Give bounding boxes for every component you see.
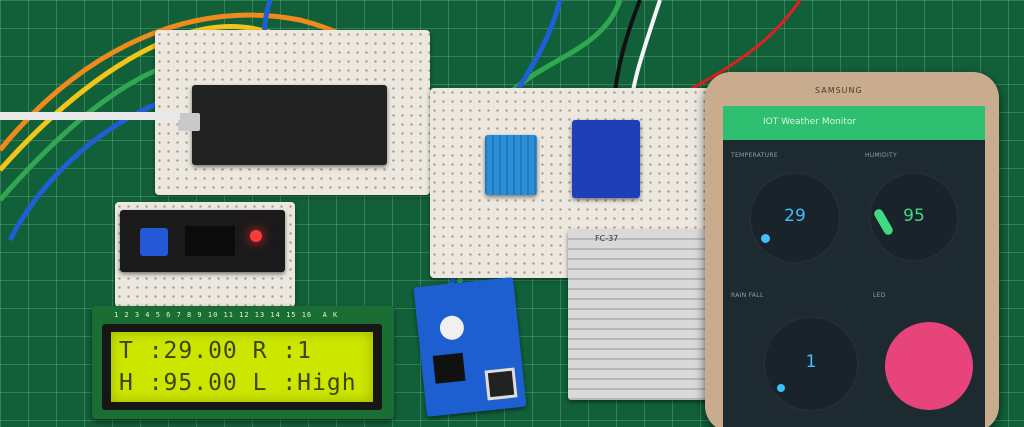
lcd-pin-labels: 1 2 3 4 5 6 7 8 9 10 11 12 13 14 15 16 A… xyxy=(114,311,339,319)
led-label: LED xyxy=(873,292,886,299)
humidity-label: HUMIDITY xyxy=(865,152,897,159)
potentiometer xyxy=(140,228,168,256)
ic-chip xyxy=(185,226,235,256)
phone-screen: IOT Weather Monitor TEMPERATURE 29 HUMID… xyxy=(723,106,985,427)
smartphone: SAMSUNG IOT Weather Monitor TEMPERATURE … xyxy=(705,72,999,427)
rain-sensor-module xyxy=(572,120,640,198)
rainfall-label: RAIN FALL xyxy=(731,292,764,299)
phone-brand: SAMSUNG xyxy=(815,86,863,95)
humidity-value: 95 xyxy=(903,206,925,226)
ic-socket xyxy=(432,352,466,384)
rainfall-indicator xyxy=(777,384,785,392)
usb-cable xyxy=(0,112,180,120)
rainfall-value: 1 xyxy=(805,352,817,372)
ldr-module xyxy=(413,277,527,417)
led-widget[interactable] xyxy=(885,322,973,410)
humidity-indicator xyxy=(872,207,895,237)
temperature-value: 29 xyxy=(784,206,806,226)
usb-port xyxy=(178,113,200,131)
i2c-adapter-board xyxy=(120,210,285,272)
temperature-label: TEMPERATURE xyxy=(731,152,778,159)
rainfall-gauge: 1 xyxy=(763,316,859,412)
microcontroller-board xyxy=(178,85,387,165)
lcd-module: 1 2 3 4 5 6 7 8 9 10 11 12 13 14 15 16 A… xyxy=(92,306,394,419)
sensor-label: FC-37 xyxy=(595,234,619,243)
humidity-gauge: 95 xyxy=(869,172,959,262)
red-led xyxy=(250,230,262,242)
lcd-screen: T :29.00 R :1 H :95.00 L :High xyxy=(111,332,373,402)
app-title: IOT Weather Monitor xyxy=(763,117,857,127)
temperature-gauge: 29 xyxy=(749,172,841,264)
lcd-bezel: T :29.00 R :1 H :95.00 L :High xyxy=(102,324,382,410)
rain-sensor-plate xyxy=(568,230,710,400)
lcd-line-1: T :29.00 R :1 xyxy=(119,338,313,364)
trim-pot xyxy=(438,314,466,341)
app-header: IOT Weather Monitor xyxy=(723,106,985,140)
temperature-indicator xyxy=(761,234,770,243)
lcd-line-2: H :95.00 L :High xyxy=(119,370,357,396)
dht-sensor xyxy=(485,135,537,195)
push-button xyxy=(484,367,518,401)
